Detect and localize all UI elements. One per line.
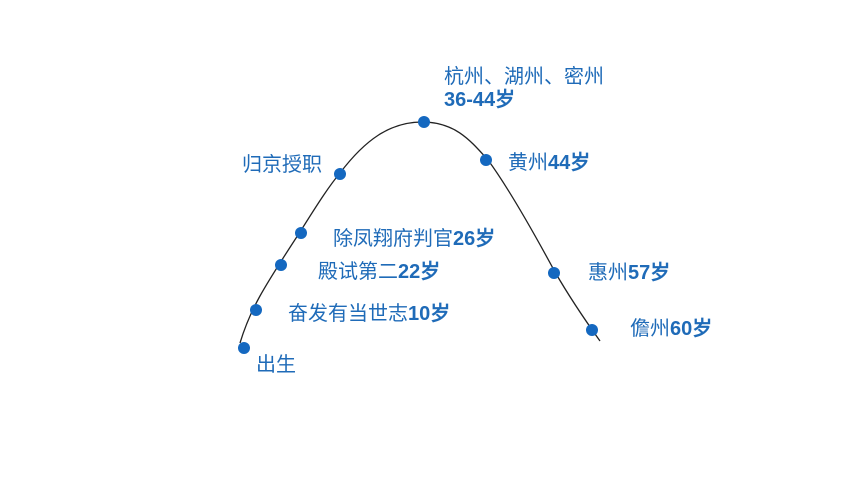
milestone-text: 儋州 (630, 316, 670, 340)
milestone-text: 奋发有当世志 (288, 301, 408, 325)
milestone-age: 57岁 (628, 262, 671, 284)
milestone-dot-8 (548, 267, 560, 279)
milestone-dot-7 (480, 154, 492, 166)
milestone-age: 60岁 (670, 318, 713, 340)
milestone-dot-2 (250, 304, 262, 316)
milestone-label-fengxiang: 除凤翔府判官26岁 (333, 226, 495, 251)
milestone-age: 44岁 (548, 152, 591, 174)
milestone-text: 惠州 (588, 260, 628, 284)
milestone-label-ambition: 奋发有当世志10岁 (288, 301, 450, 326)
milestone-dot-3 (275, 259, 287, 271)
milestone-text: 杭州、湖州、密州 (444, 64, 604, 88)
milestone-text: 归京授职 (242, 152, 322, 176)
milestone-age: 22岁 (398, 261, 441, 283)
milestone-dot-4 (295, 227, 307, 239)
milestone-label-hangzhou: 杭州、湖州、密州 36-44岁 (444, 64, 604, 112)
milestone-dot-5 (334, 168, 346, 180)
milestone-label-return-capital: 归京授职 (242, 152, 322, 176)
milestone-label-huizhou: 惠州57岁 (588, 260, 670, 285)
milestone-dot-6 (418, 116, 430, 128)
milestone-label-birth: 出生 (256, 352, 296, 376)
milestone-label-palace-exam: 殿试第二22岁 (318, 259, 440, 284)
milestone-label-huangzhou: 黄州44岁 (508, 150, 590, 175)
milestone-text: 黄州 (508, 150, 548, 174)
milestone-text: 出生 (256, 352, 296, 376)
milestone-dots (238, 116, 598, 354)
milestone-age: 36-44岁 (444, 89, 516, 111)
milestone-label-danzhou: 儋州60岁 (630, 316, 712, 341)
milestone-dot-1 (238, 342, 250, 354)
milestone-text: 除凤翔府判官 (333, 226, 453, 250)
milestone-dot-9 (586, 324, 598, 336)
milestone-text: 殿试第二 (318, 259, 398, 283)
milestone-age: 10岁 (408, 303, 451, 325)
milestone-age: 26岁 (453, 228, 496, 250)
